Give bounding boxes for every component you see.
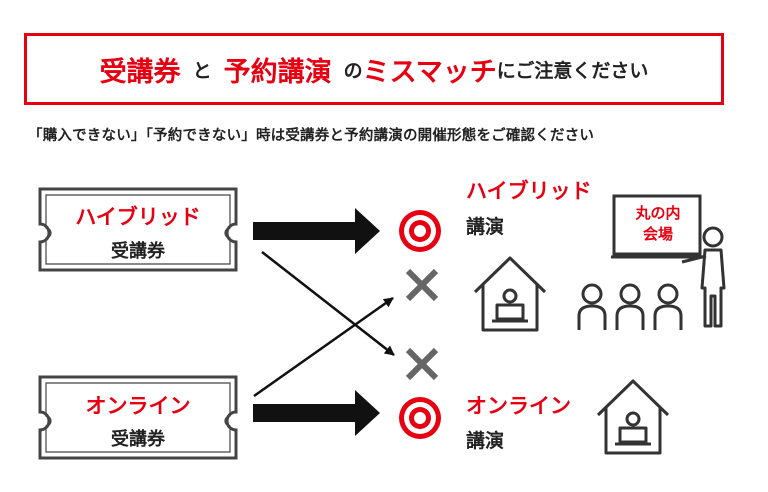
banner-and: と xyxy=(192,59,212,82)
title-banner: 受講券 と 予約講演 の ミスマッチ にご注意ください xyxy=(24,33,724,105)
cross-icon xyxy=(405,347,439,381)
session-online-type: オンライン xyxy=(466,394,571,418)
banner-no: の xyxy=(343,59,363,82)
banner-mismatch: ミスマッチ xyxy=(362,56,497,88)
ticket-hybrid-type: ハイブリッド xyxy=(75,205,201,229)
subtitle: 「購入できない」「予約できない」時は受講券と予約講演の開催形態をご確認ください xyxy=(28,128,595,144)
house-laptop-icon xyxy=(473,256,547,332)
venue-line2: 会場 xyxy=(642,225,673,243)
session-hybrid-type: ハイブリッド xyxy=(466,179,592,203)
venue-line1: 丸の内 xyxy=(635,204,681,222)
ticket-online-type: オンライン xyxy=(85,394,191,418)
ticket-hybrid-label: 受講券 xyxy=(111,241,165,262)
session-online-label: 講演 xyxy=(466,430,505,452)
target-icon xyxy=(399,397,441,439)
thick-arrow-hybrid xyxy=(253,208,380,254)
presenter-icon xyxy=(681,226,726,328)
presentation-board xyxy=(611,194,703,259)
venue-label: 丸の内 会場 xyxy=(618,203,698,245)
banner-caution: にご注意ください xyxy=(496,59,649,82)
banner-session: 予約講演 xyxy=(223,56,332,88)
thin-arrow-online-to-hybrid xyxy=(253,296,394,398)
audience-icon xyxy=(577,283,683,330)
thin-arrow-hybrid-to-online xyxy=(261,251,395,356)
banner-ticket: 受講券 xyxy=(99,56,181,88)
target-icon xyxy=(399,210,441,252)
house-laptop-icon xyxy=(596,379,670,455)
ticket-online-label: 受講券 xyxy=(111,429,165,450)
thick-arrow-online xyxy=(253,390,380,436)
session-hybrid-label: 講演 xyxy=(466,216,505,238)
cross-icon xyxy=(405,268,439,302)
